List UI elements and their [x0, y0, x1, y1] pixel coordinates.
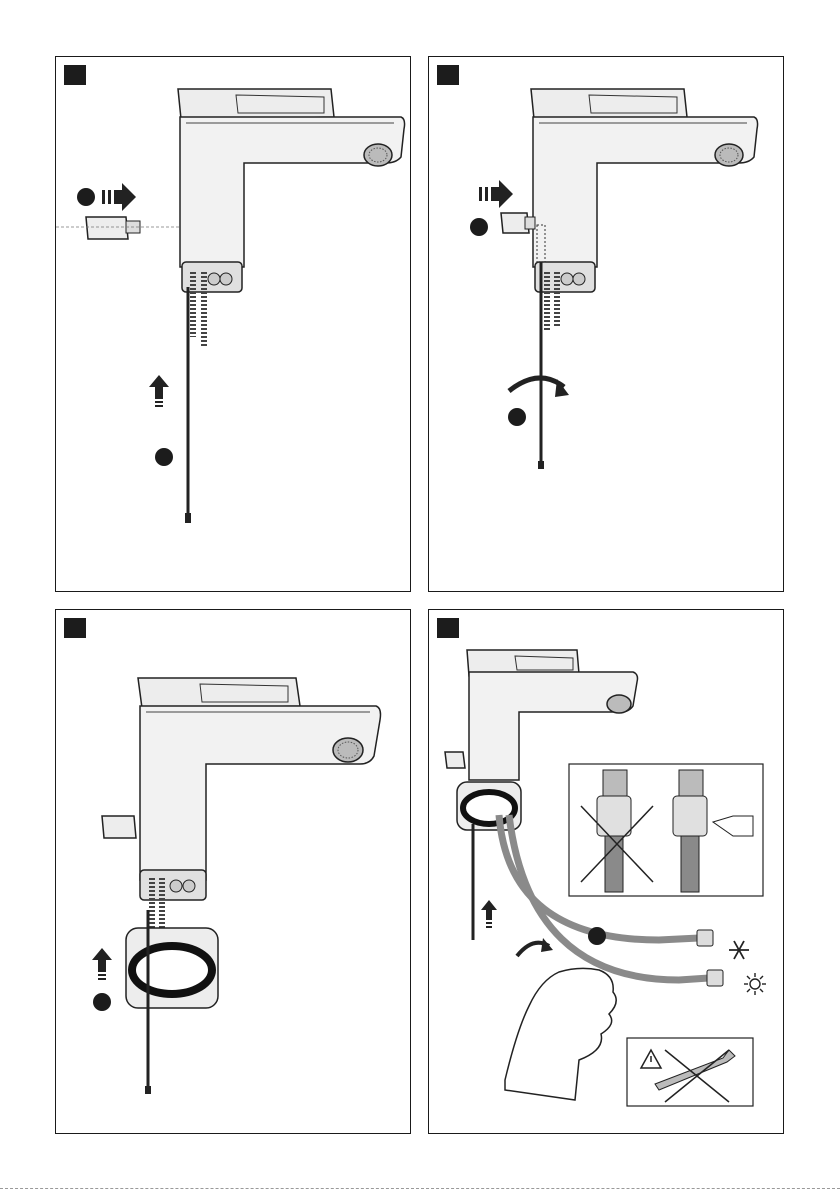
push-arrow-icon [479, 180, 513, 208]
step-4-illustration [429, 610, 784, 1134]
step-3-illustration [56, 610, 411, 1134]
aerator-icon [364, 144, 392, 166]
cold-snowflake-icon [729, 941, 749, 959]
rotate-arrow-icon [509, 378, 569, 397]
rotate-arrow-icon [517, 938, 553, 956]
cartridge-handle-icon [102, 816, 136, 838]
step-dot [77, 188, 95, 206]
hand-icon [505, 968, 616, 1100]
step-panel-1 [55, 56, 411, 592]
step-dot [588, 927, 606, 945]
step-2-illustration [429, 57, 784, 592]
cartridge-handle-icon [445, 752, 465, 768]
warning-box [627, 1038, 753, 1106]
connection-detail-box [569, 764, 763, 896]
step-dot [93, 993, 111, 1011]
push-arrow-icon [102, 183, 136, 211]
cartridge-handle-icon [86, 217, 128, 239]
aerator-icon [715, 144, 743, 166]
step-dot [155, 448, 173, 466]
step-1-illustration [56, 57, 411, 592]
mounting-ring-icon [126, 928, 218, 1008]
step-dot [470, 218, 488, 236]
step-panel-3 [55, 609, 411, 1134]
aerator-icon [607, 695, 631, 713]
lift-arrow-icon [92, 948, 112, 980]
step-panel-4 [428, 609, 784, 1134]
lift-arrow-icon [149, 375, 169, 407]
hot-sun-icon [744, 973, 766, 995]
lift-arrow-icon [481, 900, 497, 928]
step-dot [508, 408, 526, 426]
step-panel-2 [428, 56, 784, 592]
page-footer-rule [0, 1188, 840, 1189]
